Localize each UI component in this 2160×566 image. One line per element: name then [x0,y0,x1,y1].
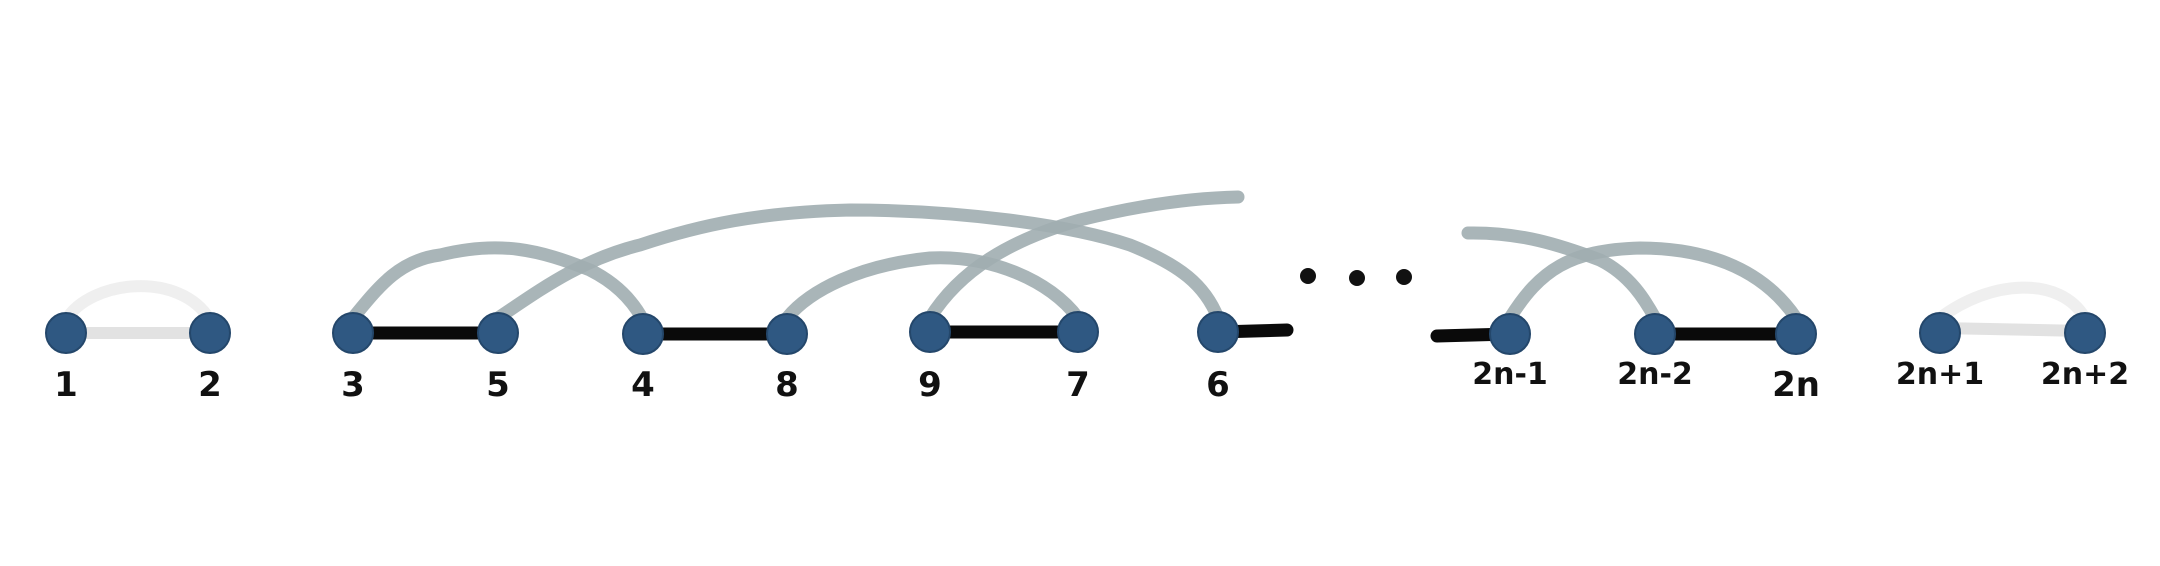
node-n2 [189,312,231,354]
node-n3 [332,312,374,354]
node-label-n1: 1 [54,365,78,405]
node-n8 [766,313,808,355]
ellipsis-dot-2 [1349,270,1365,286]
node-label-n4: 4 [631,365,655,405]
node-label-n2n+1: 2n+1 [1896,357,1984,392]
ellipsis-dot-3 [1396,269,1412,285]
node-n2n+1 [1919,312,1961,354]
node-label-n6: 6 [1206,365,1230,405]
node-n2n-2 [1634,313,1676,355]
edge-5-6 [491,203,1225,325]
node-n7 [1057,311,1099,353]
node-label-n5: 5 [486,365,510,405]
node-label-n2n-2: 2n-2 [1617,357,1693,392]
node-n6 [1197,311,1239,353]
node-n5 [477,312,519,354]
node-label-n9: 9 [918,365,942,405]
edge-2n+1-2n+2-arc [1934,281,2091,324]
node-n4 [622,313,664,355]
edge-3-4 [346,241,650,327]
ellipsis [1300,268,1412,286]
node-n9 [909,311,951,353]
node-label-n8: 8 [775,365,799,405]
edge-tail-2n-2 [1461,226,1662,325]
node-n2n [1775,313,1817,355]
ellipsis-dot-1 [1300,268,1316,284]
edge-8-7 [780,251,1085,325]
node-label-n2: 2 [198,365,222,405]
nodes-layer: 1 2 3 5 4 8 9 7 6 2n-1 2n-2 2n 2n+1 2n+2 [45,311,2129,405]
node-n2n+2 [2064,312,2106,354]
node-label-n2n+2: 2n+2 [2041,357,2129,392]
edge-2n-1-2n [1503,241,1803,325]
node-n2n-1 [1489,313,1531,355]
node-n1 [45,312,87,354]
edge-9-tail [923,190,1245,325]
node-label-n3: 3 [341,365,365,405]
node-label-n7: 7 [1066,365,1090,405]
edge-1-2-arc [60,280,216,326]
edge-2n+1-2n+2-straight [1934,322,2091,337]
node-label-n2n: 2n [1772,365,1820,405]
node-label-n2n-1: 2n-1 [1472,357,1548,392]
